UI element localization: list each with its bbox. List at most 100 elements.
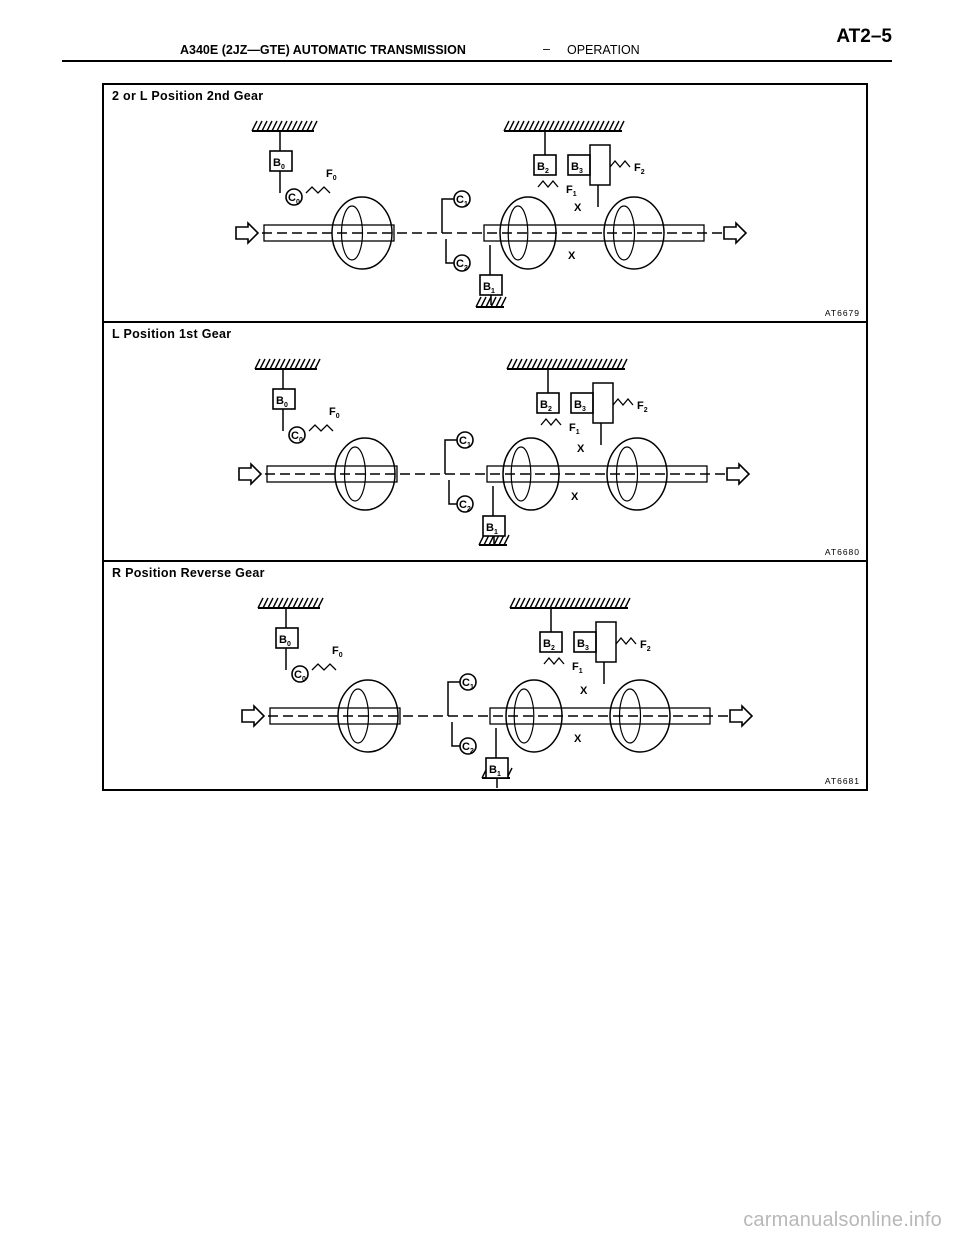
x-mark-lower: X bbox=[568, 250, 576, 262]
manual-title: A340E (2JZ—GTE) AUTOMATIC TRANSMISSION bbox=[180, 43, 466, 57]
f1-label: F1 bbox=[572, 661, 583, 675]
ground-hatch-bottom-tick bbox=[500, 296, 507, 308]
output-arrow bbox=[729, 704, 754, 728]
ground-hatch-right-tick bbox=[569, 597, 576, 609]
c2-clutch-label: C2 bbox=[462, 741, 474, 755]
ground-hatch-right-tick bbox=[601, 358, 608, 370]
f2-label: F2 bbox=[634, 162, 645, 176]
ground-hatch-right-tick bbox=[584, 597, 591, 609]
front-planetary-inner bbox=[346, 688, 370, 744]
c2-clutch-label: C2 bbox=[459, 499, 471, 513]
ground-hatch-right-tick bbox=[546, 358, 553, 370]
figure-code: AT6680 bbox=[824, 547, 860, 557]
ground-hatch-right-tick bbox=[531, 358, 538, 370]
ground-hatch-right-tick bbox=[539, 597, 546, 609]
ground-hatch-right-tick bbox=[523, 120, 530, 132]
f0-label: F0 bbox=[326, 168, 337, 182]
ground-hatch-right-tick bbox=[603, 120, 610, 132]
ground-hatch-right-tick bbox=[596, 358, 603, 370]
ground-hatch-right-tick bbox=[583, 120, 590, 132]
ground-hatch-bottom-tick bbox=[490, 296, 497, 308]
ground-hatch-left-tick bbox=[264, 358, 271, 370]
c0-clutch-label: C0 bbox=[294, 669, 306, 683]
middle-planetary-inner bbox=[513, 688, 535, 744]
ground-hatch-left-tick bbox=[291, 120, 298, 132]
ground-hatch-right-tick bbox=[553, 120, 560, 132]
f2-label: F2 bbox=[640, 639, 651, 653]
front-planetary-inner bbox=[340, 205, 364, 261]
b3-brake-label: B3 bbox=[574, 399, 586, 413]
output-shaft bbox=[486, 465, 708, 483]
ground-hatch-left-tick bbox=[294, 358, 301, 370]
ground-hatch-right-tick bbox=[554, 597, 561, 609]
c0-clutch-label: C0 bbox=[291, 430, 303, 444]
ground-hatch-bottom-tick bbox=[495, 296, 502, 308]
ground-hatch-bottom-tick bbox=[475, 296, 482, 308]
ground-hatch-left-tick bbox=[274, 358, 281, 370]
ground-hatch-left-tick bbox=[301, 120, 308, 132]
middle-planetary-inner bbox=[510, 446, 532, 502]
b3-brake-label: B3 bbox=[577, 638, 589, 652]
ground-hatch-right-tick bbox=[509, 597, 516, 609]
f0-spring bbox=[311, 663, 337, 671]
ground-hatch-right-tick bbox=[513, 120, 520, 132]
ground-hatch-left-tick bbox=[266, 120, 273, 132]
ground-hatch-left-tick bbox=[317, 597, 324, 609]
f2-housing bbox=[595, 621, 617, 663]
ground-hatch-bottom-tick bbox=[480, 296, 487, 308]
rear-planetary-inner bbox=[612, 205, 636, 261]
ground-hatch-right-tick bbox=[544, 597, 551, 609]
ground-hatch-right-tick bbox=[576, 358, 583, 370]
ground-hatch-right-tick bbox=[574, 597, 581, 609]
ground-hatch-left-tick bbox=[279, 358, 286, 370]
ground-hatch-right-tick bbox=[549, 597, 556, 609]
middle-planetary bbox=[502, 437, 560, 511]
ground-hatch-left-tick bbox=[296, 120, 303, 132]
f2-housing bbox=[592, 382, 614, 424]
b0-brake bbox=[272, 388, 296, 410]
b0-brake bbox=[275, 627, 299, 649]
b2-brake bbox=[536, 392, 560, 414]
b2-brake-label: B2 bbox=[543, 638, 555, 652]
ground-hatch-right-tick bbox=[551, 358, 558, 370]
section-name: OPERATION bbox=[567, 43, 640, 57]
ground-hatch-right-tick bbox=[613, 120, 620, 132]
ground-hatch-right-tick bbox=[566, 358, 573, 370]
f2-spring bbox=[615, 636, 637, 646]
ground-hatch-left-tick bbox=[282, 597, 289, 609]
input-arrow bbox=[235, 221, 260, 245]
b0-brake-label: B0 bbox=[273, 157, 285, 171]
ground-hatch-left-tick bbox=[262, 597, 269, 609]
f0-spring bbox=[308, 424, 334, 432]
ground-hatch-bottom-tick bbox=[503, 534, 510, 546]
ground-hatch-left-tick bbox=[311, 120, 318, 132]
f2-housing bbox=[589, 144, 611, 186]
ground-hatch-right-tick bbox=[588, 120, 595, 132]
rear-planetary bbox=[603, 196, 665, 270]
c2-link bbox=[445, 239, 454, 264]
front-planetary bbox=[337, 679, 399, 753]
ground-hatch-left-tick bbox=[267, 597, 274, 609]
ground-hatch-right-tick bbox=[534, 597, 541, 609]
ground-hatch-right-tick bbox=[506, 358, 513, 370]
output-arrow bbox=[723, 221, 748, 245]
front-planetary bbox=[331, 196, 393, 270]
ground-hatch-left-tick bbox=[306, 120, 313, 132]
panel-title: 2 or L Position 2nd Gear bbox=[112, 89, 264, 103]
b2-brake bbox=[539, 631, 563, 653]
c0-clutch bbox=[291, 665, 309, 683]
ground-hatch-right-tick bbox=[608, 120, 615, 132]
ground-hatch-right-tick bbox=[589, 597, 596, 609]
ground-hatch-right-tick bbox=[524, 597, 531, 609]
ground-hatch-right-tick bbox=[516, 358, 523, 370]
ground-hatch-left-tick bbox=[286, 120, 293, 132]
ground-hatch-right-tick bbox=[514, 597, 521, 609]
ground-hatch-right-tick bbox=[621, 358, 628, 370]
ground-hatch-left-tick bbox=[257, 597, 264, 609]
ground-hatch-left-tick bbox=[272, 597, 279, 609]
ground-hatch-right-tick bbox=[606, 358, 613, 370]
c0-clutch-label: C0 bbox=[288, 192, 300, 206]
